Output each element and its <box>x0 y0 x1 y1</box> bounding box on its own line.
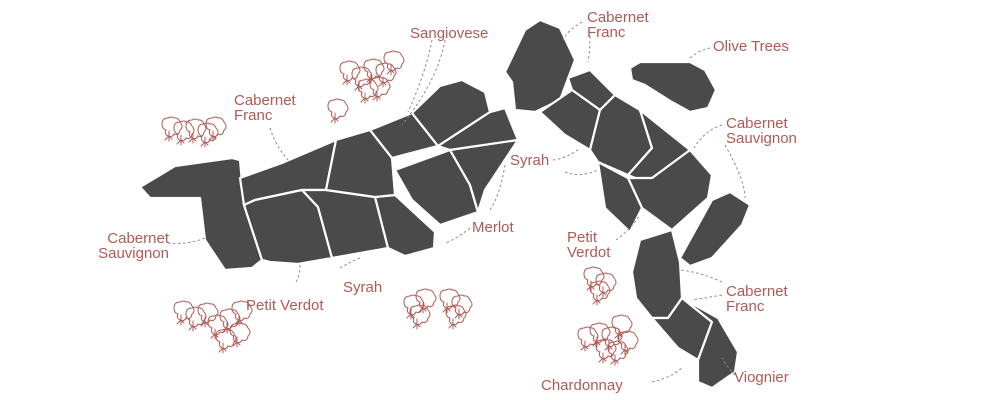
parcel-cabernet-sauvignon-left <box>138 156 264 272</box>
tree-cluster-icon <box>577 314 639 366</box>
parcel-right-far <box>678 190 752 268</box>
parcel-olive-trees <box>628 60 718 114</box>
parcel-petit-verdot-right <box>596 160 644 234</box>
tree-cluster-icon <box>161 116 227 148</box>
label-cabernet-sauvignon-right: Cabernet Sauvignon <box>726 115 797 147</box>
label-viognier: Viognier <box>734 369 789 386</box>
parcel-merlot-upper <box>436 106 520 152</box>
parcel-right-mid <box>626 148 714 232</box>
tree-cluster-icon <box>339 50 405 104</box>
label-cabernet-franc-top: Cabernet Franc <box>587 9 649 41</box>
right-block <box>503 18 752 390</box>
tree-cluster-icon <box>327 98 349 124</box>
label-sangiovese: Sangiovese <box>410 25 489 42</box>
label-cabernet-sauvignon-left: Cabernet Sauvignon <box>98 230 169 262</box>
label-olive-trees: Olive Trees <box>713 38 789 55</box>
label-merlot: Merlot <box>472 219 514 236</box>
parcel-merlot-right <box>448 138 520 214</box>
tree-cluster-icon <box>173 300 253 354</box>
label-chardonnay: Chardonnay <box>541 377 623 394</box>
tree-cluster-icon <box>583 266 617 306</box>
tree-cluster-icon <box>403 288 473 330</box>
parcel-viognier <box>680 296 740 390</box>
label-petit-verdot-bottom: Petit Verdot <box>246 297 324 314</box>
parcel-cabernet-franc-bottom <box>630 228 684 320</box>
label-petit-verdot-right: Petit Verdot <box>567 229 611 261</box>
label-cabernet-franc-bottom: Cabernet Franc <box>726 283 788 315</box>
label-cabernet-franc-left: Cabernet Franc <box>234 92 296 124</box>
label-syrah-middle: Syrah <box>510 152 550 169</box>
leader-lines <box>167 21 746 383</box>
label-syrah-bottom: Syrah <box>343 279 383 296</box>
left-block <box>138 78 520 272</box>
